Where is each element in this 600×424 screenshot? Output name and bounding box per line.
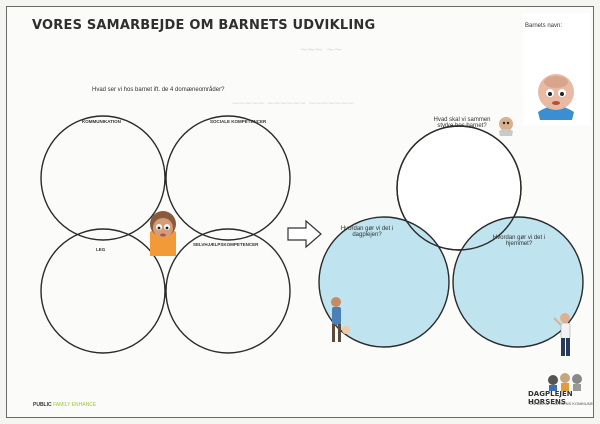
question-strengthen: Hvad skal vi sammen styrke hos barnet? [433, 117, 491, 129]
brand-subtitle: EN DEL AF HORSENS KOMMUNE [530, 401, 594, 406]
circle-play[interactable] [40, 228, 166, 354]
circle-home[interactable] [452, 216, 584, 348]
domain-label-self-help: SELVHJÆLPSKOMPETENCER [193, 242, 259, 247]
question-daycare: Hvordan gør vi det i dagplejen? [340, 226, 394, 238]
adult-figure-icon [331, 297, 350, 342]
domain-label-social: SOCIALE KOMPETENCER [210, 119, 267, 124]
circle-daycare[interactable] [318, 216, 450, 348]
circle-strengthen-outline [396, 125, 522, 251]
child-name-label: Barnets navn: [525, 23, 563, 29]
footer-public: PUBLIC [33, 402, 52, 408]
domain-label-play: LEG [96, 247, 106, 252]
question-home: Hvordan gør vi det i hjemmet? [492, 235, 546, 247]
child-avatar-icon [499, 117, 513, 136]
circle-social-skills[interactable] [165, 115, 291, 241]
parent-figure-icon [553, 313, 571, 356]
footer-label: PUBLIC FAMILY ENHANCE [33, 402, 96, 408]
brand-logo-icon [548, 373, 582, 391]
arrow-right-icon [287, 219, 322, 249]
ghost-text: ~~~~~ ~~~~~~ ~~~~~~~ [232, 98, 354, 110]
ghost-text: ~~~ ~~ [300, 42, 342, 57]
footer-green: FAMILY ENHANCE [53, 402, 97, 408]
domain-label-communication: KOMMUNIKATION [82, 119, 121, 124]
brand-name: DAGPLEJEN HORSENS [528, 390, 573, 406]
question-left: Hvad ser vi hos barnet ift. de 4 domæneo… [92, 87, 225, 93]
circle-communication[interactable] [40, 115, 166, 241]
child-avatar-icon [150, 211, 176, 256]
page-title: VORES SAMARBEJDE OM BARNETS UDVIKLING [32, 18, 376, 33]
child-avatar-icon [538, 74, 574, 120]
circle-self-help[interactable] [165, 228, 291, 354]
